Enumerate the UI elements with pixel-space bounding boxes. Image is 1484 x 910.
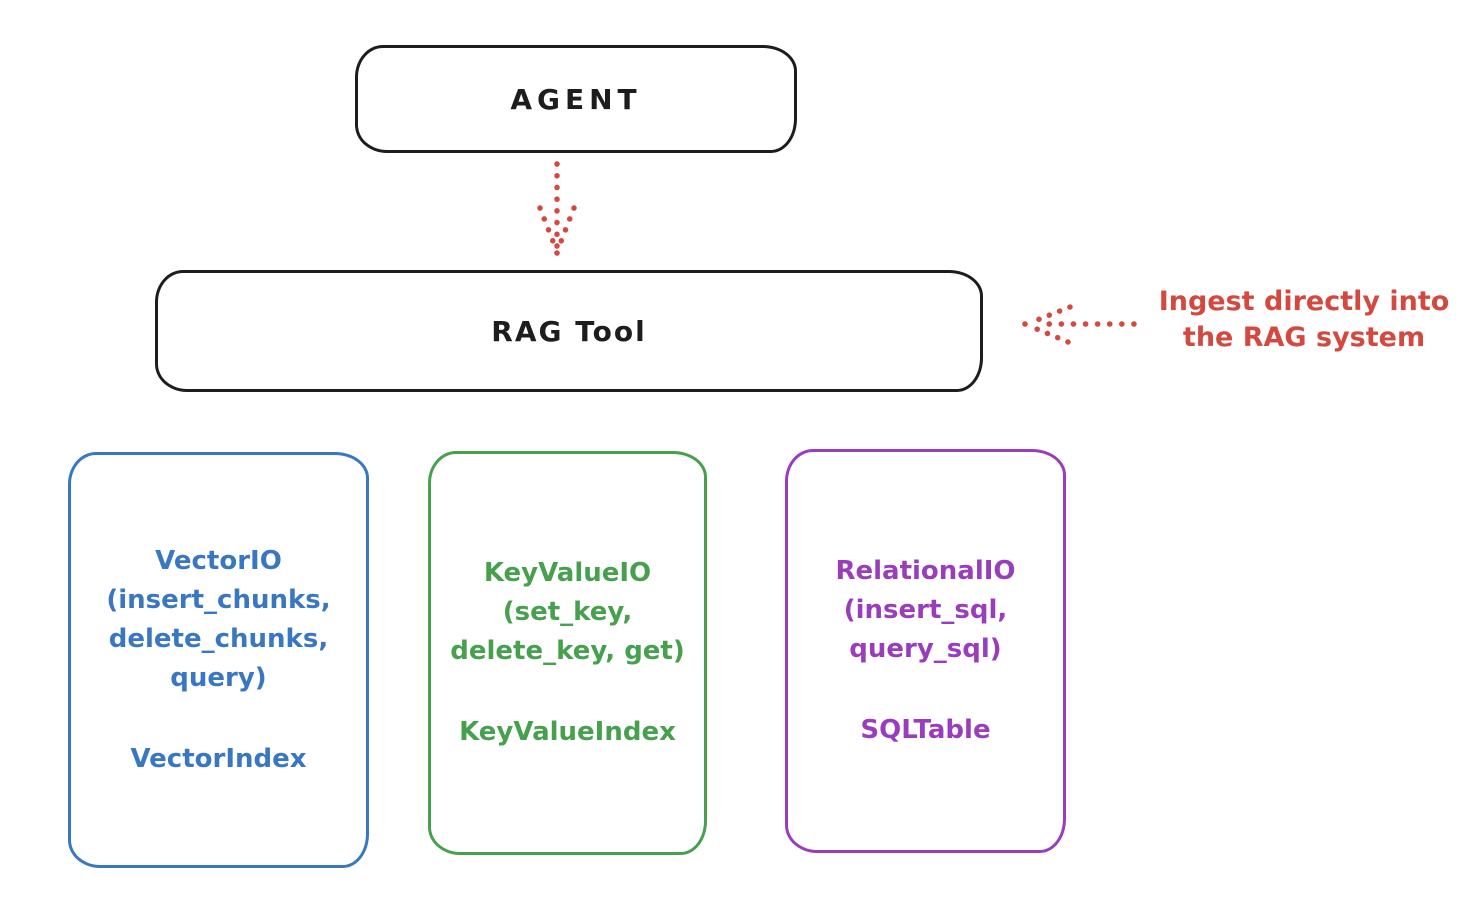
vector-io-method-line: delete_chunks, bbox=[108, 623, 329, 654]
relational-io-method-line: (insert_sql, bbox=[843, 595, 1008, 625]
vector-index-label: VectorIndex bbox=[130, 743, 307, 774]
keyvalue-io-node: KeyValueIO (set_key, delete_key, get) Ke… bbox=[428, 451, 707, 855]
vector-io-node: VectorIO (insert_chunks, delete_chunks, … bbox=[68, 452, 369, 868]
rag-tool-label: RAG Tool bbox=[491, 314, 647, 348]
vector-io-title: VectorIO bbox=[155, 545, 282, 576]
agent-node: AGENT bbox=[355, 45, 797, 153]
keyvalue-io-title: KeyValueIO bbox=[483, 558, 652, 588]
dotted-down-arrow-icon bbox=[537, 161, 577, 256]
ingest-annotation-line2: the RAG system bbox=[1182, 322, 1426, 353]
relational-io-title: RelationalIO bbox=[835, 556, 1016, 586]
keyvalue-io-method-line: (set_key, bbox=[502, 597, 633, 627]
relational-io-method-line: query_sql) bbox=[849, 634, 1002, 664]
ingest-annotation-line1: Ingest directly into bbox=[1158, 286, 1450, 317]
vector-io-method-line: query) bbox=[170, 662, 267, 693]
relational-io-node: RelationalIO (insert_sql, query_sql) SQL… bbox=[785, 449, 1066, 853]
agent-label: AGENT bbox=[510, 82, 642, 116]
keyvalue-io-method-line: delete_key, get) bbox=[450, 636, 685, 666]
dotted-left-arrow-icon bbox=[1022, 304, 1137, 345]
sql-table-label: SQLTable bbox=[860, 715, 991, 745]
ingest-annotation: Ingest directly into the RAG system bbox=[1128, 284, 1480, 356]
vector-io-method-line: (insert_chunks, bbox=[106, 584, 331, 615]
rag-tool-node: RAG Tool bbox=[155, 270, 983, 392]
keyvalue-index-label: KeyValueIndex bbox=[459, 717, 676, 747]
